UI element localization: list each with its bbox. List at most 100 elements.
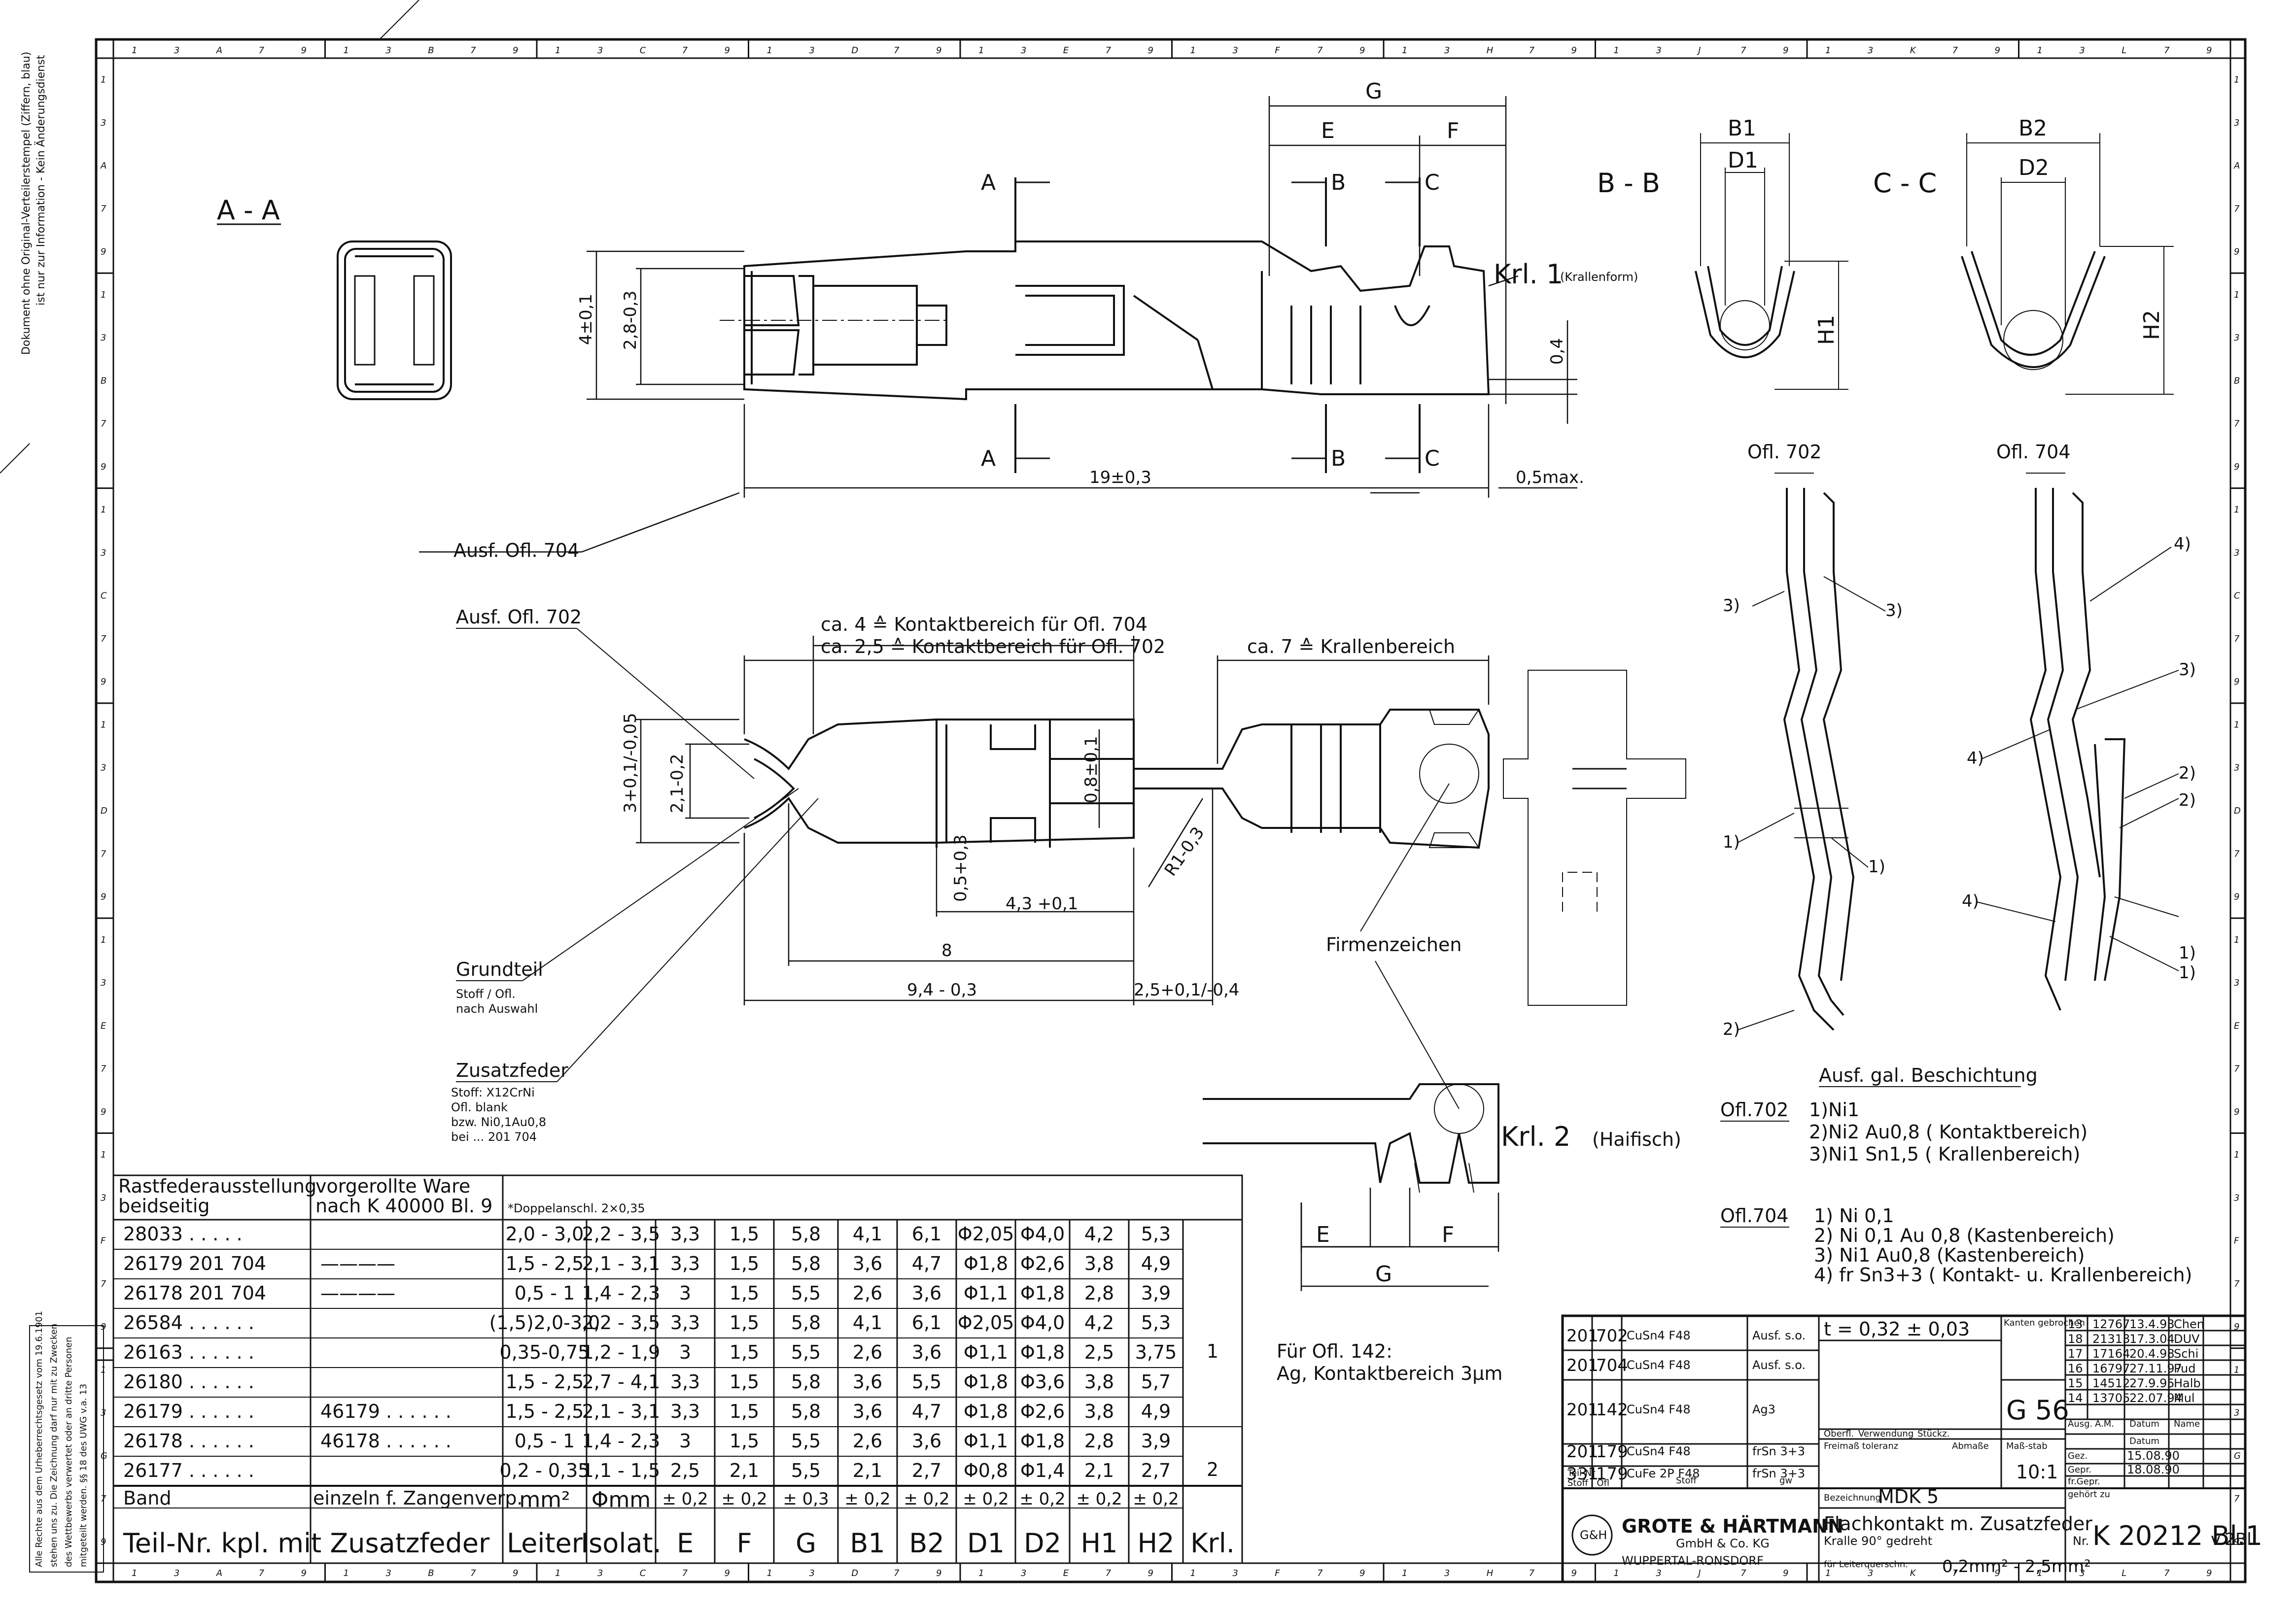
rights-note-line2: stehen uns zu. Die Zeichnung darf nur mi…	[49, 1324, 59, 1567]
table-cell-leiter: 0,5 - 1	[515, 1430, 575, 1452]
table-cell-f: 1,5	[730, 1401, 759, 1422]
table-cell-isolat: 2,2 - 3,5	[582, 1223, 661, 1245]
frame-tick-bottom: 7	[259, 1568, 265, 1578]
rev-b: 27.9.95	[2129, 1376, 2175, 1390]
frame-tick-left: 3	[101, 1193, 106, 1203]
frame-tick-bottom: 1	[1613, 1568, 1619, 1578]
rev-a: 17164	[2092, 1347, 2130, 1361]
dim-d2: D2	[2018, 155, 2049, 180]
rev-c: Chen	[2174, 1317, 2204, 1331]
table-cell-b2: 3,6	[912, 1341, 941, 1363]
frame-tick-left: 1	[101, 75, 106, 85]
rev-n: 16	[2068, 1362, 2083, 1375]
frame-tick-top: 7	[894, 45, 900, 56]
table-cell-b2: 5,5	[912, 1371, 941, 1393]
drawing-frame	[0, 0, 2247, 1583]
dim-19: 19±0,3	[1089, 468, 1151, 487]
cut-b-bottom: B	[1331, 446, 1346, 471]
table-footer-tolerance: ± 0,2	[963, 1489, 1009, 1509]
frame-tick-right: 9	[2234, 462, 2239, 472]
coating-704-line1: 1) Ni 0,1	[1814, 1205, 1894, 1227]
table-cell-h1: 2,5	[1084, 1341, 1114, 1363]
dim-2-1: 2,1-0,2	[667, 754, 687, 813]
frame-tick-top: 3	[385, 45, 391, 56]
frame-tick-right: 1	[2234, 290, 2239, 300]
frame-tick-left: 7	[101, 204, 106, 214]
frame-tick-left: 9	[101, 892, 106, 902]
frame-tick-bottom: 1	[132, 1568, 137, 1578]
frame-tick-right: 1	[2234, 75, 2239, 85]
tb-row-c: CuSn4 F48	[1627, 1444, 1691, 1458]
frame-tick-bottom: 3	[1021, 1568, 1026, 1578]
table-cell-f: 1,5	[730, 1253, 759, 1274]
frame-tick-right: 3	[2234, 548, 2239, 558]
rights-note-line1: Alle Rechte aus dem Urheberrechtsgesetz …	[34, 1311, 44, 1567]
frame-tick-bottom: 9	[301, 1568, 307, 1578]
frame-tick-top: F	[1275, 45, 1280, 56]
tb-mass: Maß-stab	[2006, 1441, 2048, 1451]
coating-704-line3: 3) Ni1 Au0,8 (Kastenbereich)	[1814, 1244, 2085, 1266]
frame-tick-top: 7	[682, 45, 688, 56]
frame-tick-bottom: 3	[174, 1568, 179, 1578]
frame-tick-top: 9	[1359, 45, 1365, 56]
frame-tick-bottom: C	[640, 1568, 646, 1578]
frame-tick-bottom: A	[216, 1568, 222, 1578]
table-cell-b1: 2,6	[853, 1341, 882, 1363]
frame-tick-bottom: D	[851, 1568, 858, 1578]
frame-tick-right: 7	[2234, 1064, 2240, 1074]
rev-n: 13	[2068, 1317, 2083, 1331]
frame-tick-bottom: B	[428, 1568, 434, 1578]
tb-row-d: frSn 3+3	[1752, 1444, 1805, 1458]
table-cell-leiter: 1,5 - 2,5	[506, 1401, 584, 1422]
frame-tick-top: 9	[936, 45, 941, 56]
table-cell-e: 3	[679, 1282, 691, 1304]
table-cell-b1: 4,1	[853, 1312, 882, 1334]
rev-a: 14512	[2092, 1376, 2130, 1390]
dim-0-5-b: 0,5+0,3	[951, 834, 971, 902]
tb-row-c: CuSn4 F48	[1627, 1329, 1691, 1342]
cut-a-bottom: A	[981, 446, 996, 471]
dim-9-4: 9,4 - 0,3	[907, 980, 977, 1000]
frame-tick-top: 1	[555, 45, 560, 56]
table-cell-d2: Φ2,6	[1020, 1401, 1065, 1422]
cut-b-top: B	[1331, 170, 1346, 195]
frame-tick-left: 9	[101, 677, 106, 687]
frame-tick-bottom: 7	[1529, 1568, 1535, 1578]
frame-tick-right: 7	[2234, 1279, 2240, 1289]
grundteil-sub2: nach Auswahl	[456, 1002, 538, 1016]
frame-tick-top: E	[1063, 45, 1069, 56]
tb-gepr-date: 18.08.90	[2127, 1463, 2180, 1476]
tb-gehoert: gehört zu	[2068, 1489, 2110, 1500]
frame-tick-right: 1	[2234, 719, 2239, 730]
frame-tick-bottom: 3	[809, 1568, 814, 1578]
fuer-142-line1: Für Ofl. 142:	[1277, 1340, 1392, 1362]
table-cell-f: 1,5	[730, 1223, 759, 1245]
callout-4-bottom: 4)	[1962, 891, 1979, 911]
frame-tick-top: H	[1487, 45, 1494, 56]
ofl704-profile	[2026, 473, 2126, 1011]
table-cell-isolat: 1,4 - 2,3	[582, 1282, 661, 1304]
frame-tick-left: F	[101, 1236, 106, 1246]
table-cell-e: 3	[679, 1430, 691, 1452]
zf-sub1: Stoff: X12CrNi	[451, 1086, 535, 1099]
table-cell-f: 2,1	[730, 1460, 759, 1481]
zf-sub3: bzw. Ni0,1Au0,8	[451, 1115, 546, 1129]
table-row-alt-nr: 46178 . . . . . .	[320, 1430, 452, 1452]
table-cell-b2: 3,6	[912, 1430, 941, 1452]
frame-tick-bottom: 1	[1190, 1568, 1195, 1578]
frame-tick-bottom: E	[1063, 1568, 1069, 1578]
table-cell-f: 1,5	[730, 1371, 759, 1393]
dim-b2: B2	[2018, 116, 2047, 141]
table-cell-leiter: 0,5 - 1	[515, 1282, 575, 1304]
tb-firm1: GROTE & HÄRTMANN	[1622, 1515, 1844, 1537]
callout-2-704b: 2)	[2179, 790, 2196, 810]
table-row-part-nr: 26178 201 704	[123, 1282, 266, 1304]
dim-2-5: 2,5+0,1/-0,4	[1134, 980, 1239, 1000]
frame-tick-bottom: 3	[1868, 1568, 1873, 1578]
tb-row-c: CuSn4 F48	[1627, 1403, 1691, 1416]
tb-row-c: CuSn4 F48	[1627, 1358, 1691, 1372]
tb-freimass: Freimaß toleranz	[1824, 1441, 1898, 1451]
frame-tick-bottom: 1	[1825, 1568, 1831, 1578]
dim-h2: H2	[2139, 310, 2164, 340]
